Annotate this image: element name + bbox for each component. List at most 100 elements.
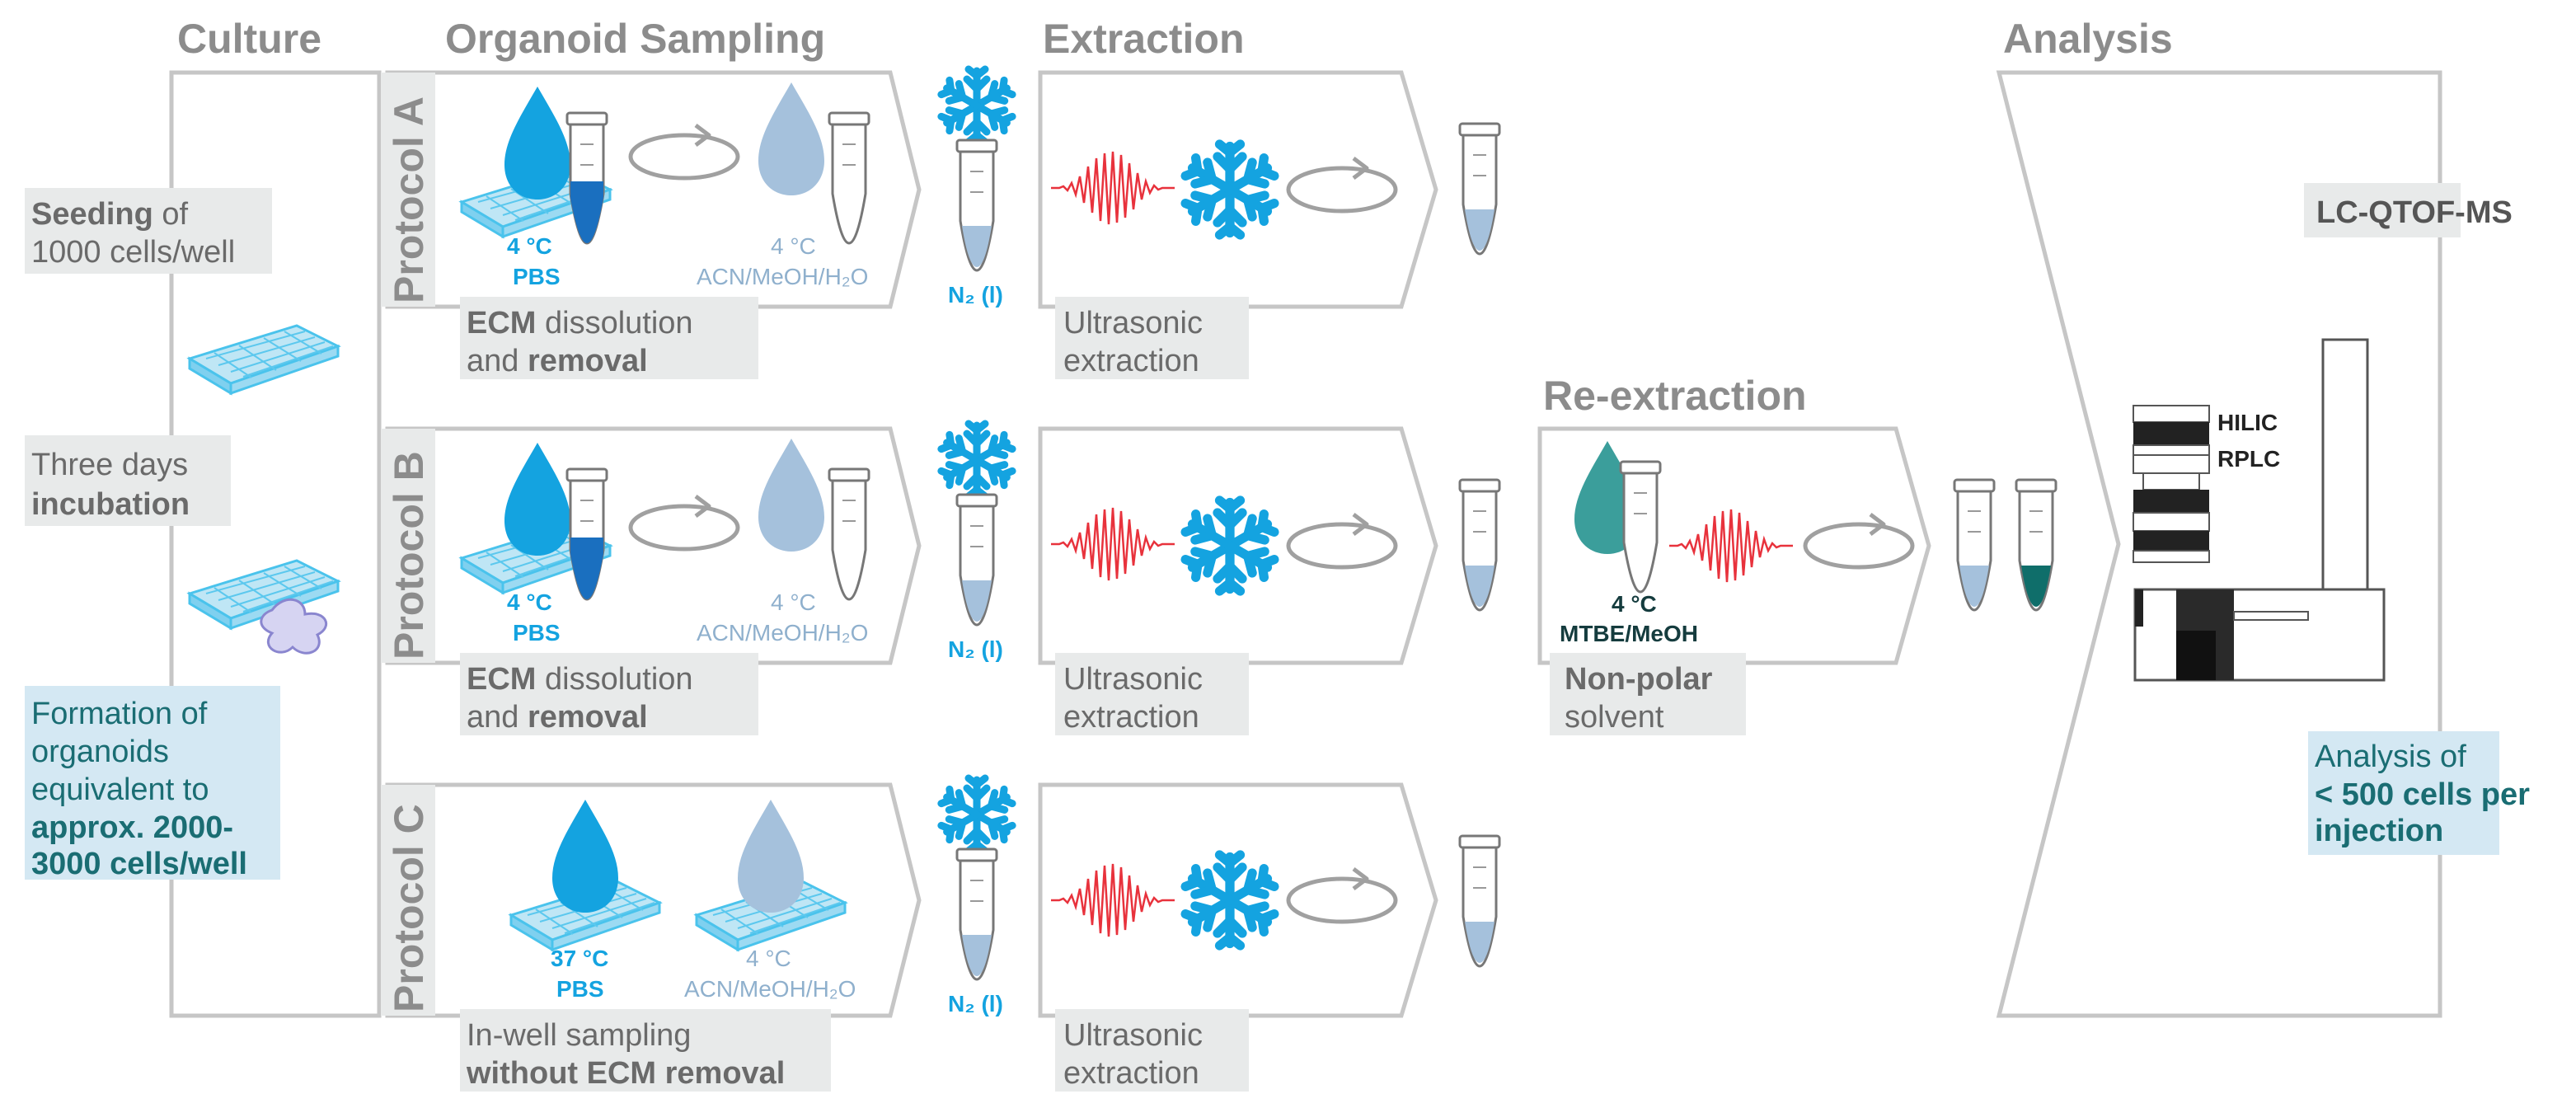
ultrasound-wave-icon (1668, 508, 1795, 584)
water-drop-icon (758, 82, 824, 195)
protocol-b-label: Protocol B (386, 451, 432, 660)
protocol-a-bg (381, 73, 435, 307)
protocol-b-bg (381, 429, 435, 663)
incubation-label-bg (25, 435, 231, 526)
solvent-a: ACN/MeOH/H₂O (697, 264, 868, 289)
ultrasonic-label-b-bg (1055, 653, 1249, 735)
inwell-label-bg (460, 1009, 831, 1092)
instrument-label-bg (2304, 183, 2461, 237)
temp-b1: 4 °C (507, 589, 552, 615)
water-drop-icon (504, 443, 570, 556)
temp-c1: 37 °C (551, 946, 608, 971)
ecm-label-a-bg (460, 297, 758, 379)
formation-bold2: 3000 cells/well (31, 847, 247, 881)
water-drop-icon (738, 800, 804, 913)
solvent-b: ACN/MeOH/H₂O (697, 620, 868, 646)
pbs-a: PBS (513, 264, 561, 289)
tube-liquid (1959, 566, 1989, 607)
ultrasonic-a-line2: extraction (1063, 344, 1199, 378)
inwell-bold: without ECM removal (466, 1056, 785, 1091)
rotate-icon (1288, 869, 1396, 922)
tube-liquid (570, 538, 603, 599)
header-analysis: Analysis (2003, 16, 2173, 62)
removal-label-b: and removal (467, 700, 648, 735)
lc-ms-instrument-icon (2133, 338, 2386, 682)
removal-label-a: and removal (467, 344, 648, 378)
tube-liquid (1465, 922, 1494, 963)
temp-b2: 4 °C (771, 589, 816, 615)
formation-label-bg (25, 686, 280, 880)
tube-icon (1619, 460, 1662, 594)
incubation-line1: Three days (31, 448, 188, 482)
rotate-icon (1288, 514, 1396, 567)
rotate-icon (631, 125, 738, 178)
tube-icon (828, 111, 870, 245)
ultrasound-wave-icon (1049, 862, 1176, 938)
water-drop-icon (504, 87, 570, 200)
nonpolar-bold: Non-polar (1565, 662, 1713, 697)
temp-a2: 4 °C (771, 233, 816, 259)
tube-liquid (2021, 566, 2051, 607)
analysis-label-bg (2308, 731, 2499, 855)
tube-liquid (962, 226, 992, 267)
header-organoid-sampling: Organoid Sampling (445, 16, 825, 62)
extraction-panels (1038, 70, 1438, 1018)
seeding-label-bg (25, 188, 272, 274)
tube-liquid (1465, 209, 1494, 251)
n2-a: N₂ (l) (948, 282, 1003, 308)
ultrasound-wave-icon (1049, 150, 1176, 226)
tube-liquid (962, 935, 992, 976)
reextraction-panel (1537, 426, 1931, 665)
ultrasound-wave-icon (1049, 506, 1176, 582)
rotate-icon (631, 496, 738, 549)
pbs-b: PBS (513, 620, 561, 646)
instrument-label: LC-QTOF-MS (2316, 195, 2513, 230)
analysis-bold2: injection (2315, 814, 2443, 848)
temp-c2: 4 °C (746, 946, 791, 971)
rotate-icon (1805, 514, 1912, 567)
hilic-label: HILIC (2217, 410, 2278, 435)
snowflake-icon (941, 69, 1013, 142)
protocol-c-bg (381, 785, 435, 1016)
water-drop-icon (552, 800, 618, 913)
ultrasonic-c-line2: extraction (1063, 1056, 1199, 1091)
ultrasonic-label-c-bg (1055, 1009, 1249, 1092)
formation-line1: Formation of (31, 697, 208, 731)
n2-c: N₂ (l) (948, 991, 1003, 1016)
header-culture: Culture (177, 16, 321, 62)
ecm-label-b: ECM dissolution (467, 662, 693, 697)
temp-a1: 4 °C (507, 233, 552, 259)
snowflake-icon (941, 424, 1013, 496)
incubation-bold: incubation (31, 487, 190, 522)
tube-liquid (570, 181, 603, 243)
ultrasonic-b-line1: Ultrasonic (1063, 662, 1203, 697)
analysis-panel (1996, 70, 2442, 1018)
solvent-c: ACN/MeOH/H₂O (684, 976, 856, 1002)
tube-liquid (962, 580, 992, 622)
header-reextraction: Re-extraction (1543, 373, 1807, 419)
ecm-label-b-bg (460, 653, 758, 735)
seeding-count: 1000 cells/well (31, 235, 235, 270)
formation-line3: equivalent to (31, 772, 209, 807)
protocol-c-label: Protocol C (386, 804, 432, 1012)
reext-solvent: MTBE/MeOH (1560, 621, 1698, 646)
ultrasonic-c-line1: Ultrasonic (1063, 1018, 1203, 1053)
ultrasonic-label-a-bg (1055, 297, 1249, 379)
ultrasonic-b-line2: extraction (1063, 700, 1199, 735)
water-drop-icon (758, 439, 824, 552)
rplc-label: RPLC (2217, 446, 2280, 472)
header-extraction: Extraction (1043, 16, 1245, 62)
inwell-line1: In-well sampling (467, 1018, 691, 1053)
culture-panel (169, 70, 382, 1018)
tube-liquid (1465, 566, 1494, 607)
ultrasonic-a-line1: Ultrasonic (1063, 306, 1203, 340)
formation-bold1: approx. 2000- (31, 810, 233, 845)
snowflake-icon (1185, 500, 1275, 591)
ecm-label-a: ECM dissolution (467, 306, 693, 340)
well-plate-icon (188, 324, 340, 395)
pbs-c: PBS (556, 976, 604, 1002)
analysis-line1: Analysis of (2315, 739, 2466, 774)
rotate-icon (1288, 158, 1396, 211)
snowflake-icon (1185, 855, 1275, 946)
